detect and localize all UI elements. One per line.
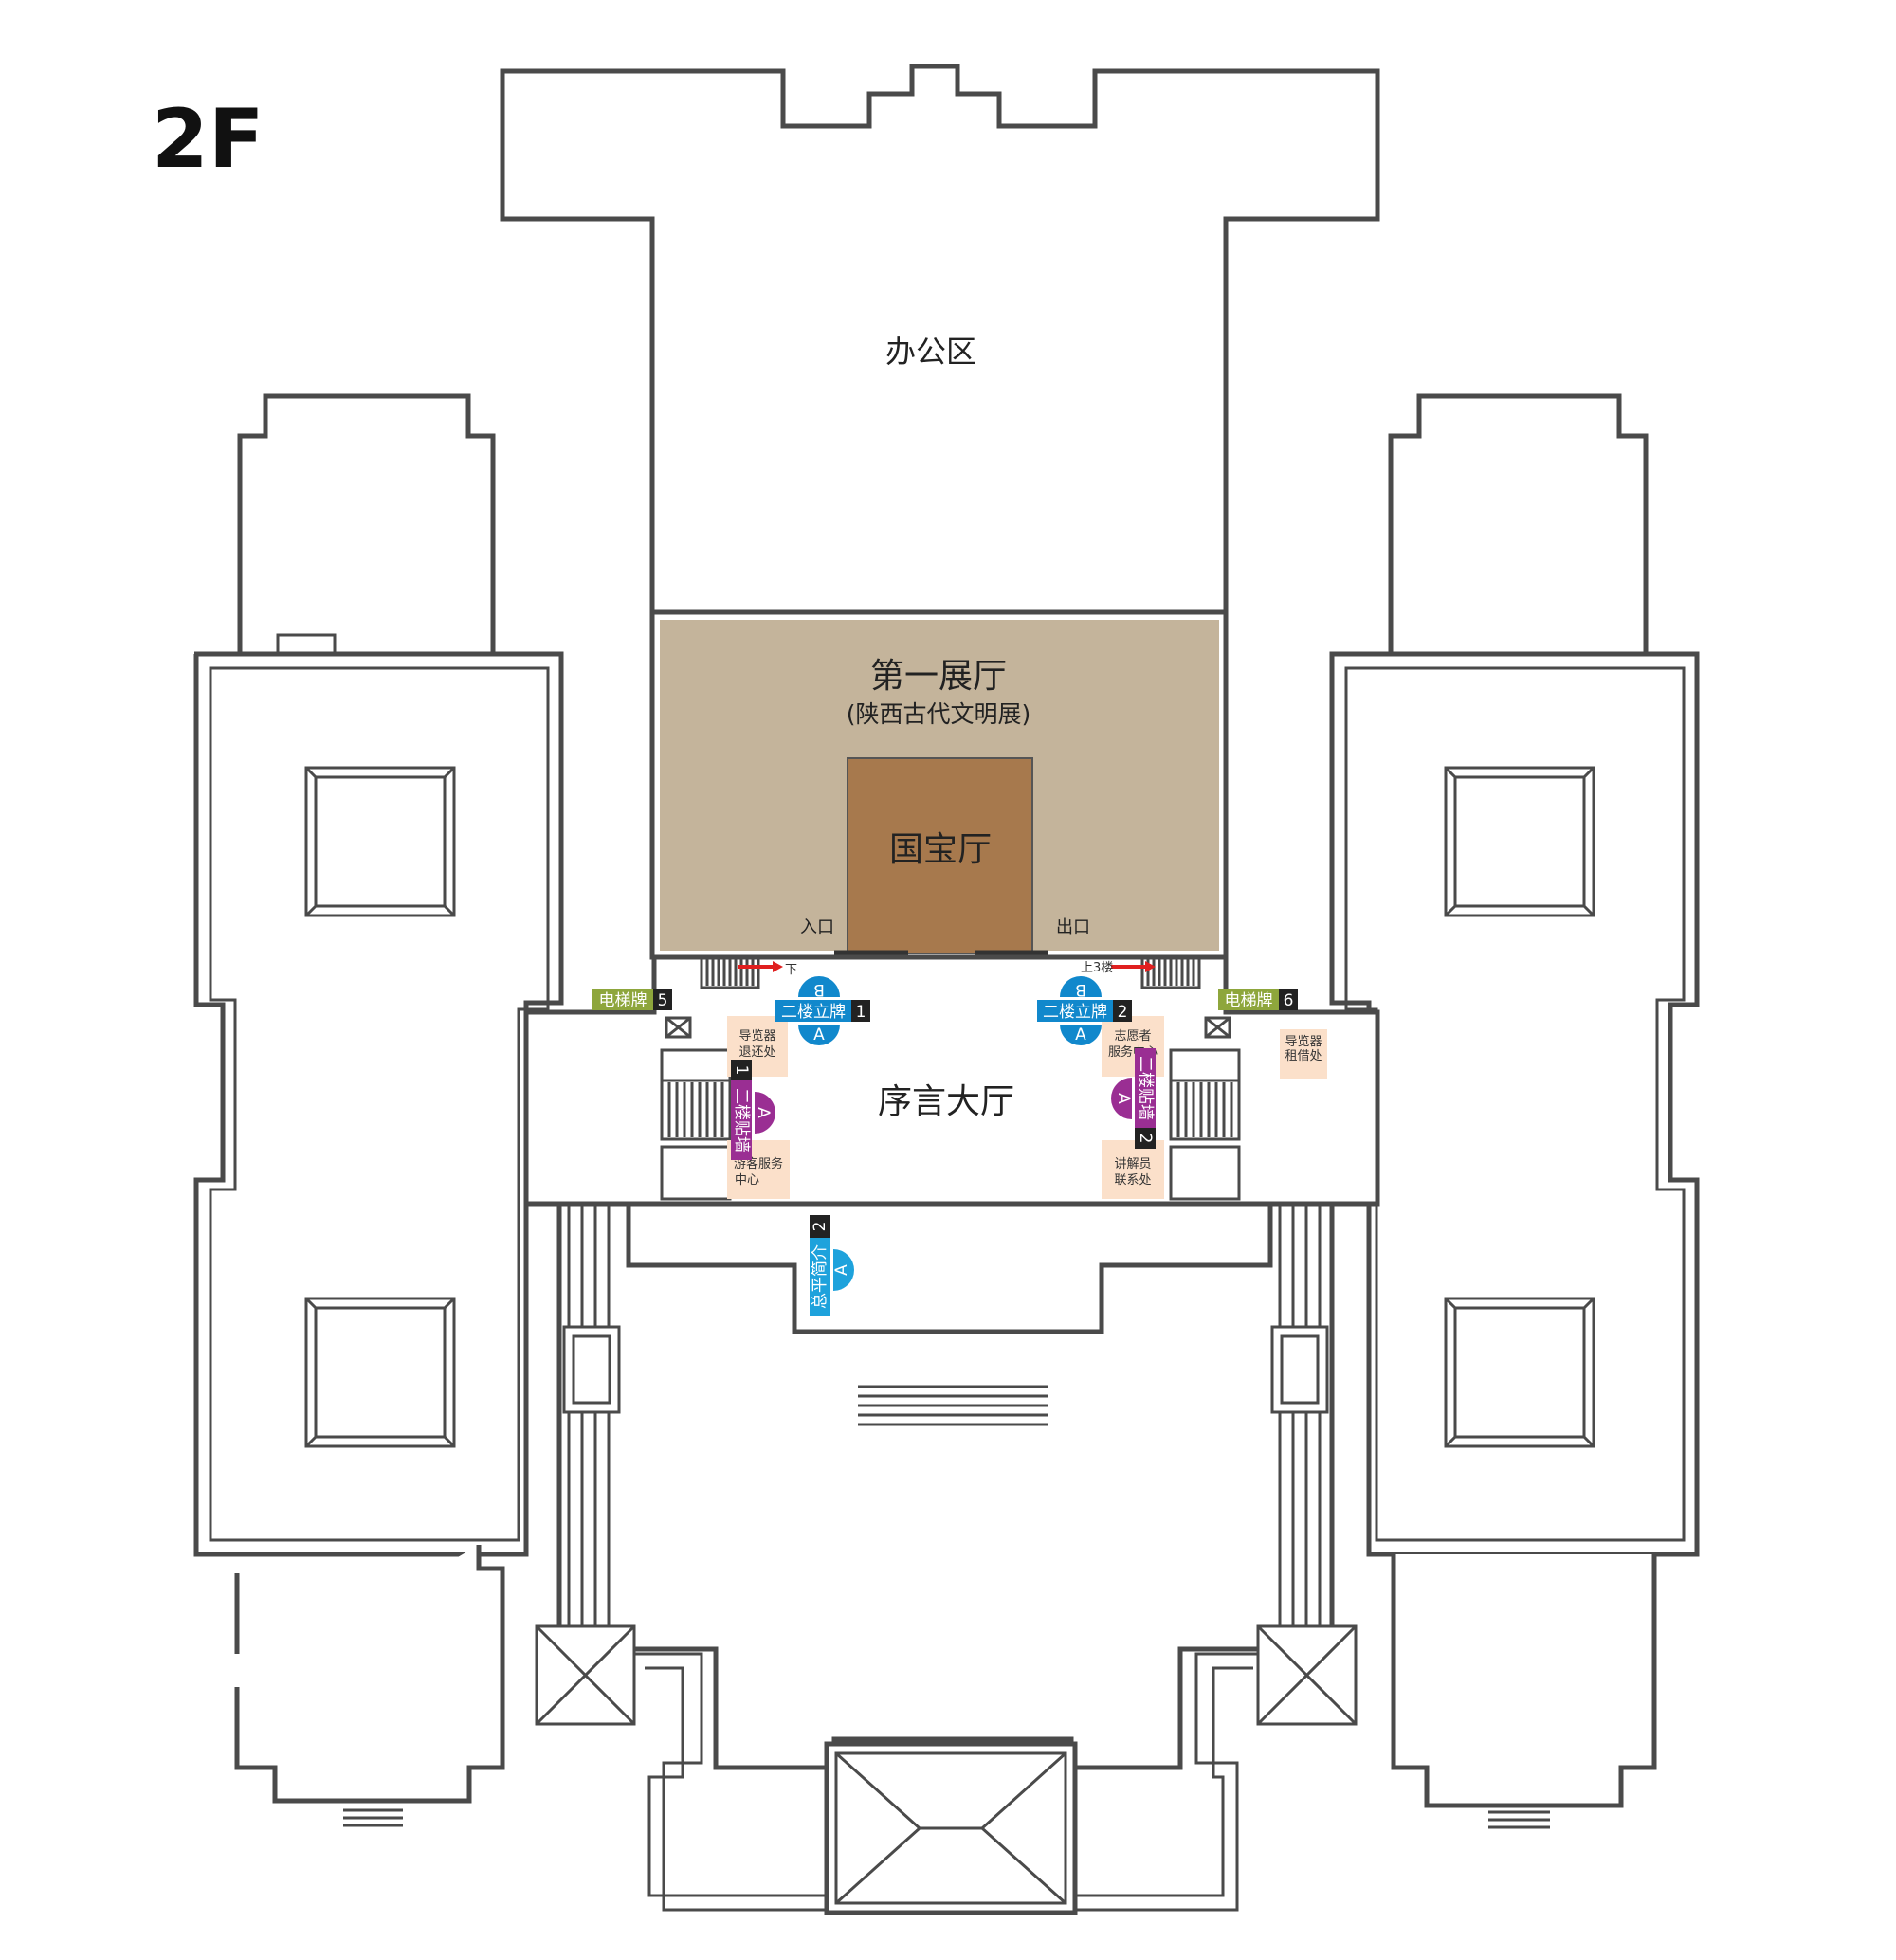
stand-sign-1-label: 二楼立牌 bbox=[781, 1003, 846, 1022]
right-wing-inner bbox=[1344, 666, 1686, 1542]
intro-sign-a: A bbox=[832, 1264, 851, 1276]
left-wing-lower bbox=[234, 1545, 505, 1804]
right-wing-lightwell-2 bbox=[1444, 1297, 1595, 1448]
visitor-service-line2: 中心 bbox=[735, 1173, 759, 1188]
wall-sign-1-label: 二楼贴墙 bbox=[732, 1088, 751, 1152]
wall-sign-2: 二楼贴墙 2 A bbox=[1111, 1048, 1156, 1149]
intro-sign-num: 2 bbox=[811, 1222, 830, 1232]
elevator-right-icon bbox=[1204, 1016, 1231, 1039]
left-wing-inner bbox=[209, 666, 550, 1542]
left-wing-outer bbox=[193, 651, 564, 1557]
right-wing-steps bbox=[1488, 1810, 1550, 1829]
treasure-hall-label: 国宝厅 bbox=[889, 830, 992, 869]
portico-inner bbox=[645, 1666, 1253, 1897]
stair-left-upper bbox=[700, 955, 760, 989]
hall1-title: 第一展厅 bbox=[870, 657, 1007, 696]
stand-sign-2-a: A bbox=[1075, 1025, 1086, 1044]
treasure-hall bbox=[847, 757, 1033, 954]
wall-sign-2-a: A bbox=[1114, 1093, 1133, 1104]
elevator-sign-6-num: 6 bbox=[1284, 991, 1294, 1010]
right-wing-lightwell-1 bbox=[1444, 766, 1595, 917]
intro-sign: 2 总平简介 A bbox=[810, 1215, 854, 1316]
docent-line1: 讲解员 bbox=[1114, 1157, 1151, 1171]
stair-left-side bbox=[660, 1048, 732, 1201]
stand-sign-1: B 二楼立牌 1 A bbox=[775, 976, 870, 1045]
left-wing-lightwell-2 bbox=[304, 1297, 456, 1448]
stair-right-upper bbox=[1140, 955, 1201, 989]
stand-sign-2-b: B bbox=[1075, 980, 1086, 999]
left-colonnade bbox=[562, 1204, 621, 1630]
guide-return-line2: 退还处 bbox=[738, 1045, 775, 1060]
exit-label: 出口 bbox=[1056, 917, 1090, 937]
docent-line2: 联系处 bbox=[1114, 1173, 1151, 1188]
stand-sign-2-label: 二楼立牌 bbox=[1043, 1003, 1107, 1022]
guide-rent-line1: 导览器 bbox=[1285, 1034, 1322, 1049]
preface-hall-label: 序言大厅 bbox=[878, 1082, 1014, 1121]
intro-platform bbox=[626, 1202, 1273, 1334]
floor-label: 2F bbox=[152, 92, 264, 187]
left-wing-lightwell-1 bbox=[304, 766, 456, 917]
docent-box bbox=[1102, 1140, 1164, 1199]
intro-sign-label: 总平简介 bbox=[811, 1244, 830, 1309]
left-annex bbox=[237, 393, 496, 671]
right-wing-outer bbox=[1329, 651, 1700, 1557]
elevator-sign-5-label: 电梯牌 bbox=[599, 991, 647, 1010]
right-colonnade bbox=[1270, 1204, 1329, 1630]
wall-sign-1: 1 二楼贴墙 A bbox=[731, 1060, 775, 1160]
guide-rent-box bbox=[1280, 1029, 1327, 1079]
wall-sign-2-num: 2 bbox=[1136, 1134, 1155, 1144]
corner-tower-left bbox=[535, 1624, 636, 1726]
elevator-left-icon bbox=[665, 1016, 692, 1039]
stair-up-arrow bbox=[1111, 961, 1156, 972]
hall1-subtitle: (陕西古代文明展) bbox=[847, 700, 1031, 728]
corner-tower-right bbox=[1256, 1624, 1358, 1726]
stair-down-arrow bbox=[738, 961, 783, 972]
stand-sign-2: B 二楼立牌 2 A bbox=[1037, 976, 1132, 1045]
wall-sign-1-a: A bbox=[754, 1107, 773, 1118]
elevator-sign-6-label: 电梯牌 bbox=[1225, 991, 1273, 1010]
stand-sign-1-b: B bbox=[813, 980, 825, 999]
stand-sign-1-a: A bbox=[813, 1025, 825, 1044]
elevator-sign-5: 电梯牌 5 bbox=[592, 989, 672, 1010]
central-steps bbox=[858, 1385, 1048, 1426]
guide-return-line1: 导览器 bbox=[738, 1028, 775, 1044]
entrance-label: 入口 bbox=[800, 917, 834, 937]
wall-sign-2-label: 二楼贴墙 bbox=[1136, 1056, 1155, 1120]
guide-rent-line2: 租借处 bbox=[1285, 1049, 1322, 1063]
stair-down-label: 下 bbox=[785, 963, 797, 977]
elevator-sign-5-num: 5 bbox=[658, 991, 668, 1010]
stand-sign-1-num: 1 bbox=[856, 1003, 866, 1022]
office-label: 办公区 bbox=[885, 334, 976, 370]
volunteer-line1: 志愿者 bbox=[1114, 1029, 1151, 1044]
right-annex bbox=[1388, 393, 1649, 671]
right-wing-lower bbox=[1391, 1554, 1657, 1808]
elevator-sign-6: 电梯牌 6 bbox=[1218, 989, 1298, 1010]
stair-right-side bbox=[1169, 1048, 1241, 1201]
stair-up-label: 上3楼 bbox=[1081, 961, 1113, 975]
stand-sign-2-num: 2 bbox=[1118, 1003, 1128, 1022]
main-entrance-roof bbox=[824, 1741, 1078, 1915]
left-wing-steps bbox=[343, 1808, 403, 1827]
wall-sign-1-num: 1 bbox=[732, 1065, 751, 1076]
